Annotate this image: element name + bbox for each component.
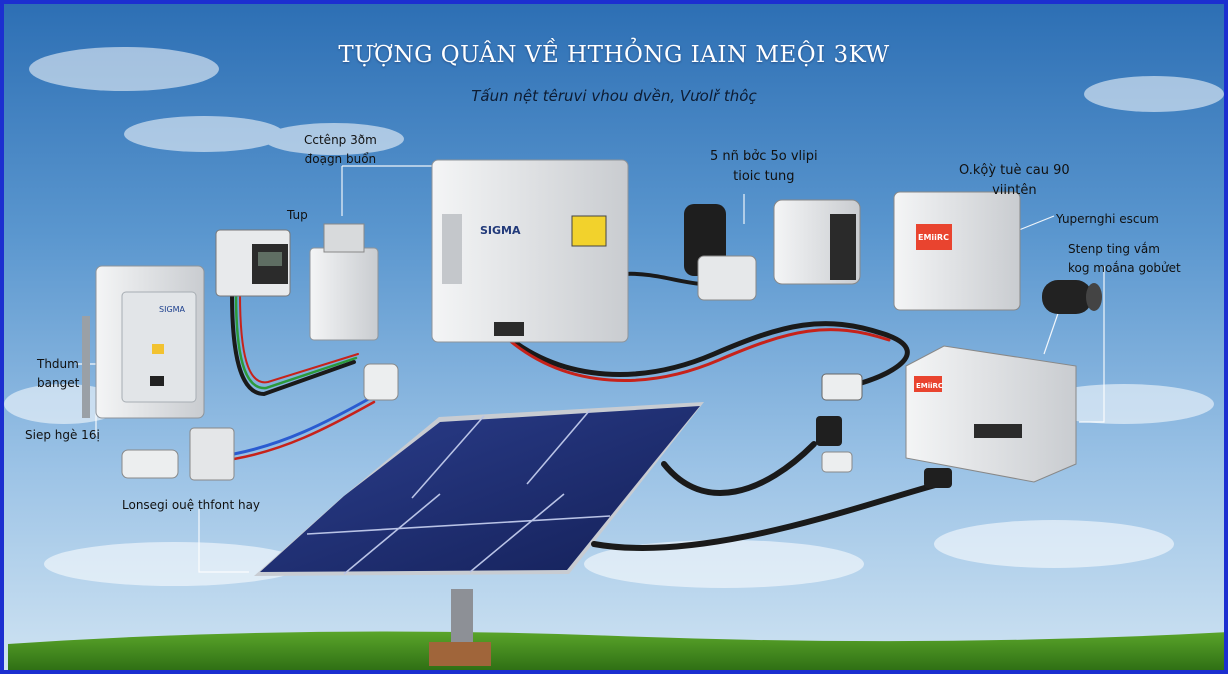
breaker-brand-mark: EMiiRC: [918, 233, 949, 242]
label-right-top-line2: viintên: [992, 183, 1037, 199]
terminal-block: [309, 223, 379, 341]
motor-cylinder: [1042, 280, 1102, 314]
panel-pole: [451, 589, 473, 649]
label-lonsegi: Lonsegi ouệ thfont hay: [122, 498, 261, 512]
label-right-top-line1: O.kộỳ tuè cau 90: [959, 163, 1070, 178]
label-center-line2: tioic tung: [733, 169, 795, 185]
label-right-top: O.kộỳ tuè cau 90 viintên: [959, 161, 1070, 201]
label-cctenp-line2: đoạgn buổn: [304, 151, 377, 166]
left-enclosure: [82, 265, 205, 419]
diagram-subtitle: Tấun nệt têruvi vhou dvền, Vưolř thôç: [471, 87, 757, 105]
grass: [8, 631, 1224, 670]
panel-brand-mark: SIGMA: [159, 305, 186, 314]
label-stenp-line2: kog moắna gobửet: [1068, 260, 1181, 275]
pole-base: [429, 642, 491, 666]
relay-module: [773, 199, 861, 285]
label-thdum-line1: Thdum: [37, 357, 79, 371]
label-thdum: Thdum banget: [37, 355, 79, 392]
label-siep: Siep hgè 16ị: [25, 428, 100, 442]
capacitor: [684, 204, 757, 301]
diagram-title: TỰỢNG QUÂN VỀ HTHỎNG IAIN MEỘI 3KW: [338, 42, 890, 68]
small-connectors: [121, 363, 399, 481]
plug-connectors: [816, 373, 952, 488]
label-stenp-line1: Stenp ting vắm: [1068, 242, 1160, 256]
label-yupernghi: Yupernghi escum: [1056, 212, 1159, 226]
label-cctenp: Cctênp 3ðm đoạgn buổn: [304, 131, 377, 168]
label-cctenp-line1: Cctênp 3ðm: [304, 133, 377, 147]
label-tup: Tup: [287, 208, 308, 222]
cables: [230, 271, 942, 551]
meter-device: [215, 229, 291, 297]
battery-box: [905, 345, 1077, 483]
label-stenp: Stenp ting vắm kog moắna gobửet: [1068, 240, 1181, 277]
clouds: [4, 47, 1224, 588]
label-center: 5 nñ bởc 5o vlipi tioic tung: [710, 147, 818, 187]
inverter: [431, 159, 629, 343]
label-thdum-line2: banget: [37, 375, 80, 390]
solar-panel: [254, 402, 704, 576]
label-center-line1: 5 nñ bởc 5o vlipi: [710, 149, 818, 164]
breaker-box: [893, 191, 1021, 311]
inverter-brand-mark: SIGMA: [480, 224, 521, 237]
battery-brand-mark: EMiiRC: [916, 382, 943, 390]
diagram-artwork: SIGMA SIGMA EMiiRC: [4, 47, 1224, 670]
